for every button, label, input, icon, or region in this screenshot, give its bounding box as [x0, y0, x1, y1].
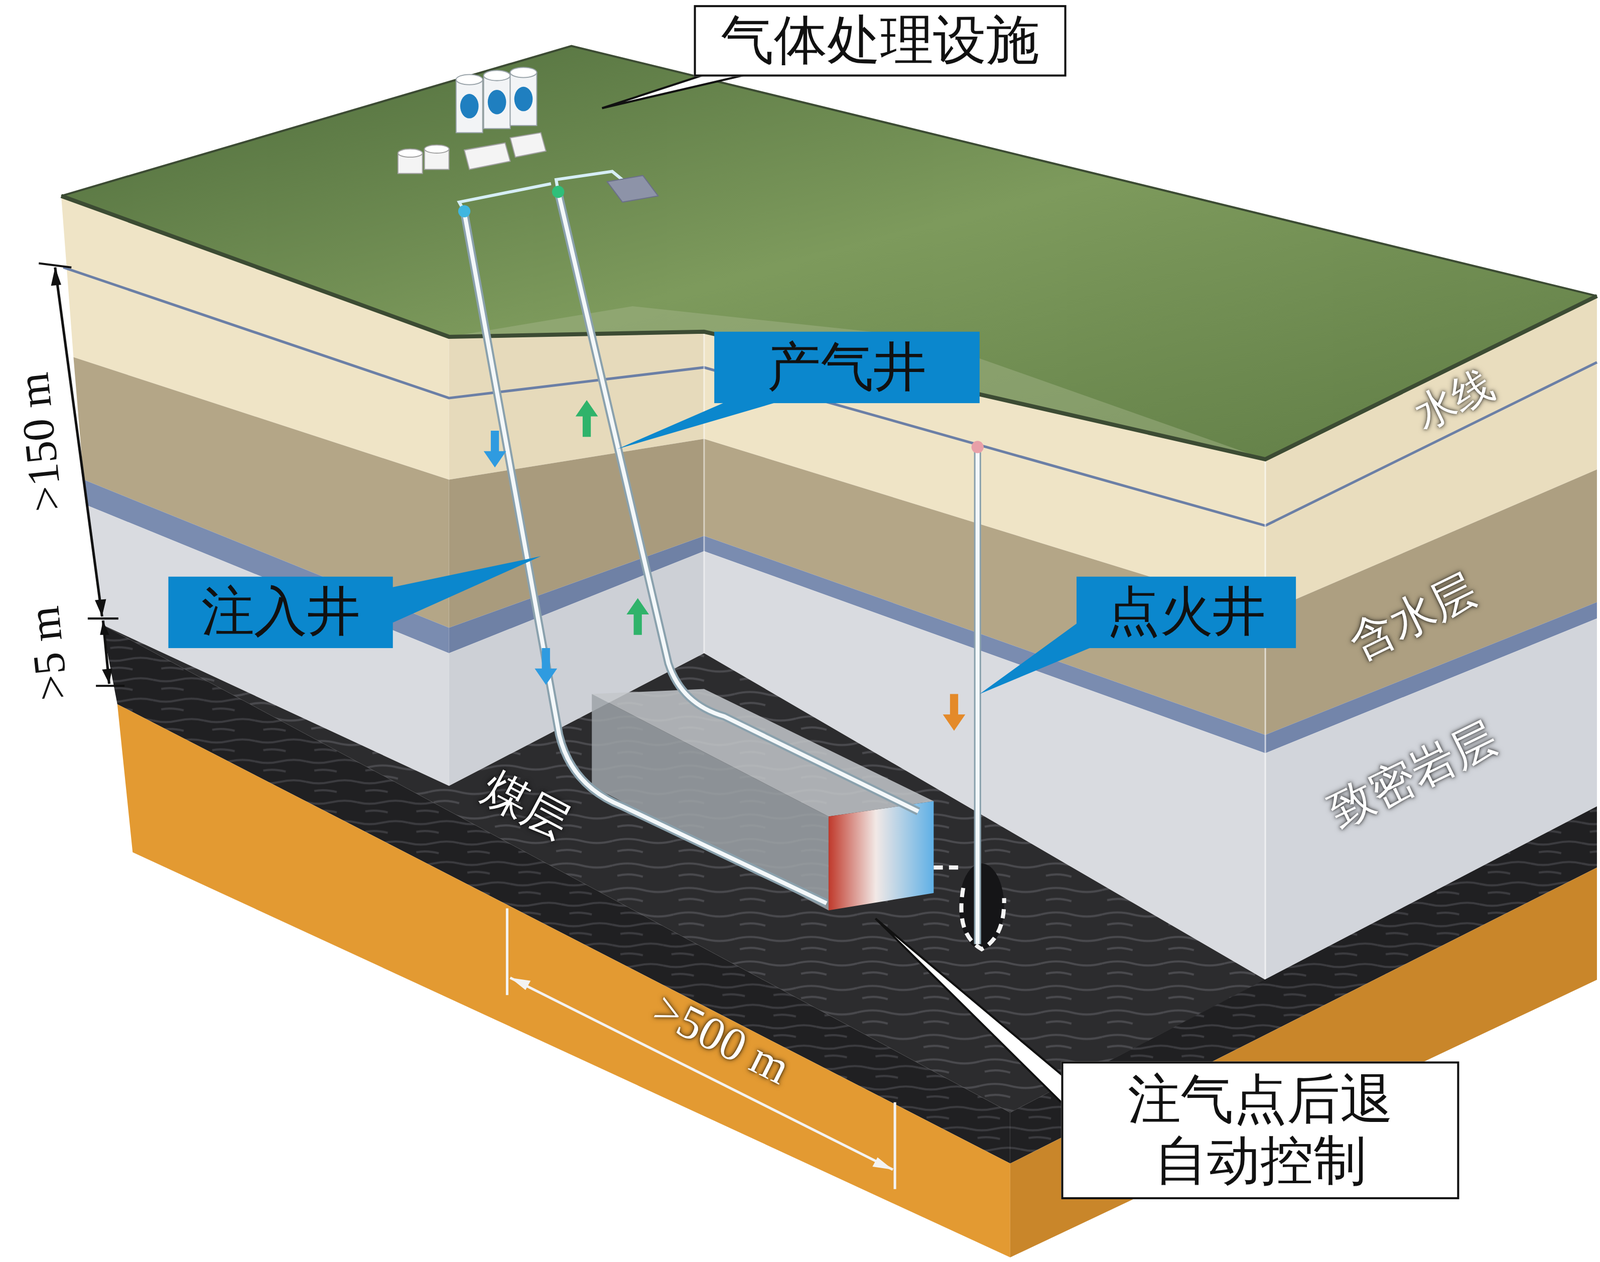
ground-surface [61, 45, 1597, 459]
surface-facility [397, 67, 658, 212]
wells [558, 191, 919, 812]
flow-arrows [626, 597, 649, 635]
surface-facility [456, 79, 483, 133]
wells [971, 440, 984, 453]
wells [458, 185, 984, 945]
wells [552, 185, 565, 198]
callout-text: 气体处理设施 [720, 10, 1039, 72]
base-rock [1010, 867, 1597, 1258]
dimension-label: >5 m [19, 603, 79, 703]
surface-facility [483, 75, 511, 129]
ground-surface [61, 45, 1597, 296]
surface-facility [459, 171, 635, 212]
dimension-lines [505, 908, 509, 996]
gasification-channel [828, 801, 934, 911]
callout-pointers [617, 397, 781, 450]
surface-facility [510, 67, 538, 78]
rock-layers [1264, 459, 1267, 980]
dimension-lines [87, 617, 119, 620]
surface-facility [464, 143, 510, 170]
dimension-lines [51, 267, 62, 287]
callout-box: 注气点后退 自动控制 [1060, 1060, 1459, 1199]
ground-surface [61, 195, 1597, 460]
rock-layers [703, 331, 705, 653]
callout-pointers [602, 71, 761, 108]
callout-pointers [875, 918, 1065, 1107]
wells [975, 449, 980, 945]
flow-arrows [943, 694, 966, 731]
callout-box: 气体处理设施 [694, 5, 1067, 77]
surface-facility [424, 145, 450, 154]
callout-pointers [379, 71, 1097, 1107]
surface-facility [397, 149, 423, 158]
well-label-box: 注入井 [168, 576, 393, 648]
dimension-lines [510, 977, 531, 990]
surface-facility [607, 175, 659, 203]
flow-arrows [534, 647, 558, 685]
dimension-lines [510, 977, 893, 1170]
gasification-channel [591, 694, 829, 911]
flow-arrows [575, 400, 599, 437]
ground-surface [61, 45, 1597, 459]
callout-pointers [379, 556, 541, 623]
wells [558, 191, 919, 812]
flow-arrows [483, 400, 966, 731]
surface-facility [483, 70, 511, 81]
dimension-lines [893, 1102, 897, 1189]
callout-text: 注气点后退 自动控制 [1112, 1069, 1409, 1191]
dimension-lines [38, 263, 72, 268]
ground-surface [449, 306, 1266, 460]
surface-facility [460, 93, 479, 119]
callout-text: 注入井 [201, 581, 361, 643]
dimension-lines [872, 1157, 893, 1170]
well-label-box: 产气井 [714, 331, 980, 404]
dimension-lines [99, 620, 109, 635]
flow-arrows [483, 430, 507, 468]
dimension-lines [101, 668, 112, 684]
surface-facility [510, 132, 547, 158]
callout-text: 点火井 [1106, 581, 1266, 643]
wells [458, 205, 471, 218]
surface-facility [510, 72, 538, 126]
wells [974, 449, 982, 945]
dimension-lines [95, 684, 125, 687]
surface-facility [514, 86, 533, 112]
dimension-label: >150 m [9, 370, 73, 514]
gasification-channel [933, 867, 1004, 950]
dimension-lines [94, 598, 106, 617]
surface-facility [487, 89, 507, 115]
well-label-box: 点火井 [1076, 576, 1296, 648]
surface-facility [456, 74, 483, 85]
callout-text: 产气井 [767, 336, 927, 398]
